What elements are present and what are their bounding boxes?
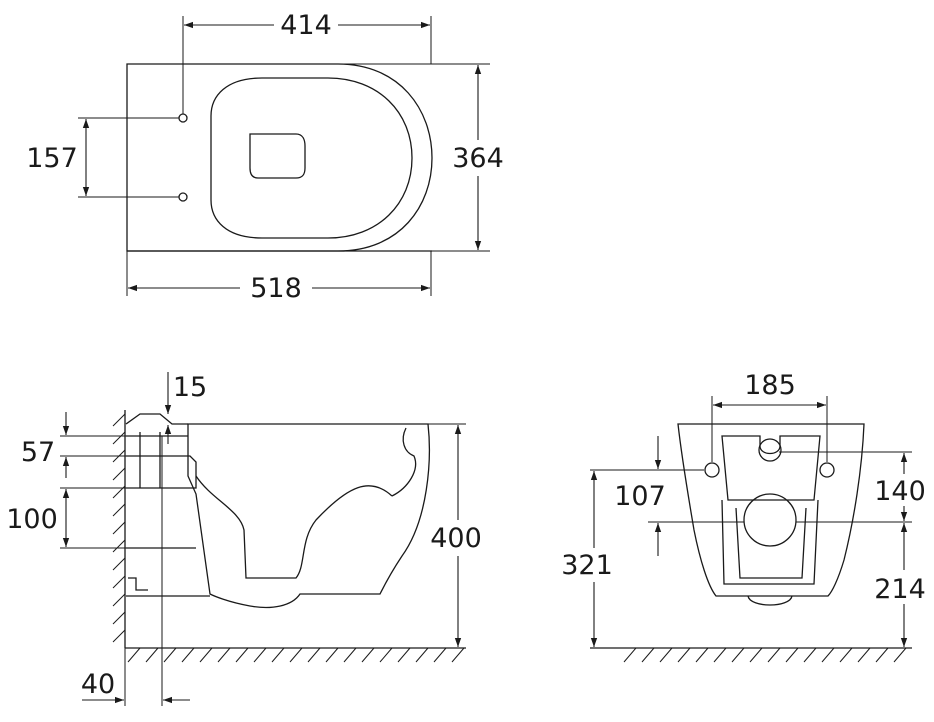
side-view-bracket xyxy=(128,577,148,591)
label-15: 15 xyxy=(173,372,207,403)
front-view-outlet xyxy=(743,493,797,547)
label-157: 157 xyxy=(26,143,78,174)
dim-front-height-left: 321 xyxy=(561,471,613,647)
top-view-outline xyxy=(126,63,433,252)
side-view: 15 57 100 400 40 xyxy=(6,372,482,706)
front-view-inlet xyxy=(758,438,782,462)
top-view-bowl-rim xyxy=(210,77,413,239)
dim-side-top: 15 xyxy=(164,372,207,444)
dim-top-hole-spacing: 157 xyxy=(26,117,179,198)
label-185: 185 xyxy=(744,370,796,401)
dim-top-height: 364 xyxy=(338,63,504,252)
dim-top-width-upper: 414 xyxy=(182,10,432,114)
label-214: 214 xyxy=(874,574,926,605)
label-414: 414 xyxy=(280,10,332,41)
dim-top-width-lower: 518 xyxy=(126,251,432,304)
dim-front-height-right: 214 xyxy=(874,523,926,647)
dim-side-outlet: 100 xyxy=(6,487,126,549)
label-140: 140 xyxy=(874,476,926,507)
side-view-bowl-outline xyxy=(187,423,430,609)
top-view-mount-hole-lower xyxy=(178,192,188,202)
dim-front-hole-left: 107 xyxy=(590,436,744,556)
label-40: 40 xyxy=(81,669,115,700)
front-view-inlet-plate xyxy=(721,435,821,501)
label-518: 518 xyxy=(250,273,302,304)
label-321: 321 xyxy=(561,550,613,581)
front-view-hole-left xyxy=(704,462,720,478)
label-57: 57 xyxy=(21,437,55,468)
label-400: 400 xyxy=(430,523,482,554)
front-view-hole-right xyxy=(819,462,835,478)
side-view-inlet xyxy=(125,413,188,488)
side-view-floor-hatch xyxy=(127,647,465,663)
front-view-base xyxy=(747,595,793,606)
front-view-outlet-housing xyxy=(721,499,819,585)
label-364: 364 xyxy=(452,143,504,174)
dim-front-spacing: 185 xyxy=(711,370,828,462)
side-view-outlet xyxy=(126,455,210,597)
dim-front-hole-right: 140 xyxy=(779,451,926,523)
side-view-bowl-interior xyxy=(195,475,393,579)
label-100: 100 xyxy=(6,504,58,535)
side-view-wall-hatch xyxy=(112,413,126,643)
dim-side-inlet: 57 xyxy=(21,412,126,478)
front-view: 185 107 321 140 214 xyxy=(561,370,926,663)
side-view-rim-notch xyxy=(391,427,417,497)
top-view: 414 518 364 157 xyxy=(26,10,504,304)
label-107: 107 xyxy=(614,481,666,512)
front-view-floor-hatch xyxy=(623,647,907,663)
top-view-drain xyxy=(249,133,306,179)
top-view-mount-hole-upper xyxy=(178,113,188,123)
dim-side-height: 400 xyxy=(428,423,482,647)
front-view-outline xyxy=(677,423,865,597)
dim-side-wall: 40 xyxy=(81,436,190,706)
